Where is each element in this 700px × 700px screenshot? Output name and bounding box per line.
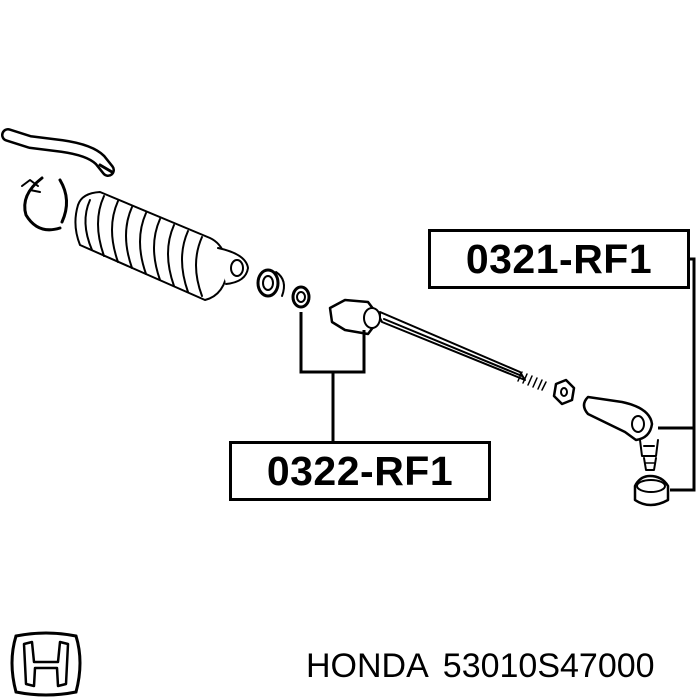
breather-hose [1,128,115,177]
honda-logo-icon [10,631,82,697]
dust-boot [633,474,670,507]
lock-washer [291,285,311,309]
rack-boot [74,191,249,301]
brand-name: HONDA [306,646,429,685]
jam-nut [552,378,576,406]
leader-lines [299,257,696,492]
boot-clamp [21,176,68,232]
boot-seal [256,268,285,298]
outer-tie-rod-end [582,395,659,457]
callout-inner-tie-rod-part-number: 0322-RF1 [229,441,491,501]
inner-tie-rod [328,298,547,391]
ball-stud [643,457,657,471]
oem-part-number: 53010S47000 [442,646,655,685]
footer-caption: HONDA 53010S47000 [306,641,696,691]
callout-tie-rod-end-part-number: 0321-RF1 [428,229,690,289]
